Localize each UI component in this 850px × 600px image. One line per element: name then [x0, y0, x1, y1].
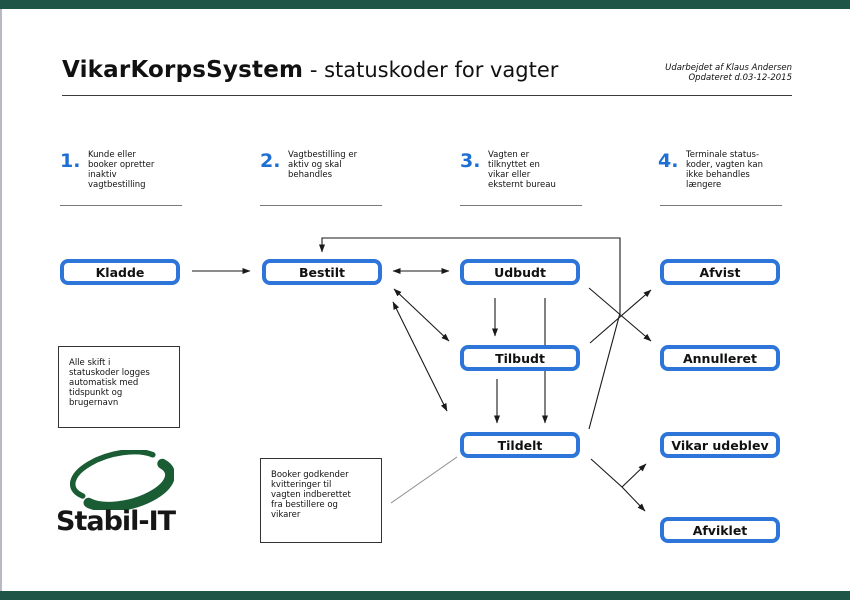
top-green-bar — [0, 0, 850, 9]
step-1: 1. Kunde eller booker opretter inaktiv v… — [60, 150, 192, 190]
step-2: 2. Vagtbestilling er aktiv og skal behan… — [260, 150, 392, 180]
title-underline — [62, 95, 792, 96]
step-1-text: Kunde eller booker opretter inaktiv vagt… — [88, 150, 155, 190]
step-1-underline — [60, 205, 182, 206]
step-4-number: 4. — [658, 150, 679, 172]
arrow-bestilt-tilbudt — [393, 288, 450, 342]
stabil-it-swoosh-icon — [70, 450, 174, 510]
note-log-statuskoder: Alle skift i statuskoder logges automati… — [58, 346, 180, 428]
step-3: 3. Vagten er tilknyttet en vikar eller e… — [460, 150, 592, 190]
arrow-tildelt-bestilt-feedback — [319, 237, 621, 430]
status-box-kladde: Kladde — [60, 259, 180, 285]
arrow-bestilt-tildelt — [392, 301, 448, 412]
status-box-vikar-udeblev: Vikar udeblev — [660, 432, 780, 458]
bottom-green-bar — [0, 591, 850, 600]
status-box-bestilt: Bestilt — [262, 259, 382, 285]
step-2-number: 2. — [260, 150, 281, 172]
step-4: 4. Terminale status- koder, vagten kan i… — [658, 150, 790, 190]
author-credit: Udarbejdet af Klaus Andersen Opdateret d… — [665, 63, 792, 83]
status-box-udbudt: Udbudt — [460, 259, 580, 285]
step-1-number: 1. — [60, 150, 81, 172]
page-title-bold: VikarKorpsSystem — [62, 57, 304, 83]
step-3-underline — [460, 205, 582, 206]
status-box-afvist: Afvist — [660, 259, 780, 285]
page-title: VikarKorpsSystem - statuskoder for vagte… — [62, 57, 558, 83]
callout-line-booker-note — [390, 456, 458, 504]
status-box-annulleret: Annulleret — [660, 345, 780, 371]
left-edge-line — [0, 0, 2, 600]
step-2-underline — [260, 205, 382, 206]
arrow-tildelt-afviklet — [621, 486, 646, 512]
note-booker-godkender: Booker godkender kvitteringer til vagten… — [260, 458, 382, 543]
step-4-text: Terminale status- koder, vagten kan ikke… — [686, 150, 763, 190]
step-3-text: Vagten er tilknyttet en vikar eller ekst… — [488, 150, 556, 190]
status-box-tildelt: Tildelt — [460, 432, 580, 458]
arrow-tilbudt-afvist — [589, 289, 652, 344]
step-3-number: 3. — [460, 150, 481, 172]
status-box-afviklet: Afviklet — [660, 517, 780, 543]
stabil-it-logo-text: Stabil-IT — [56, 506, 176, 537]
step-2-text: Vagtbestilling er aktiv og skal behandle… — [288, 150, 358, 180]
status-box-tilbudt: Tilbudt — [460, 345, 580, 371]
step-4-underline — [660, 205, 782, 206]
arrow-tildelt-vikar-udeblev — [590, 458, 647, 488]
page-title-rest: - statuskoder for vagter — [303, 58, 559, 82]
stabil-it-logo: Stabil-IT — [56, 446, 216, 546]
